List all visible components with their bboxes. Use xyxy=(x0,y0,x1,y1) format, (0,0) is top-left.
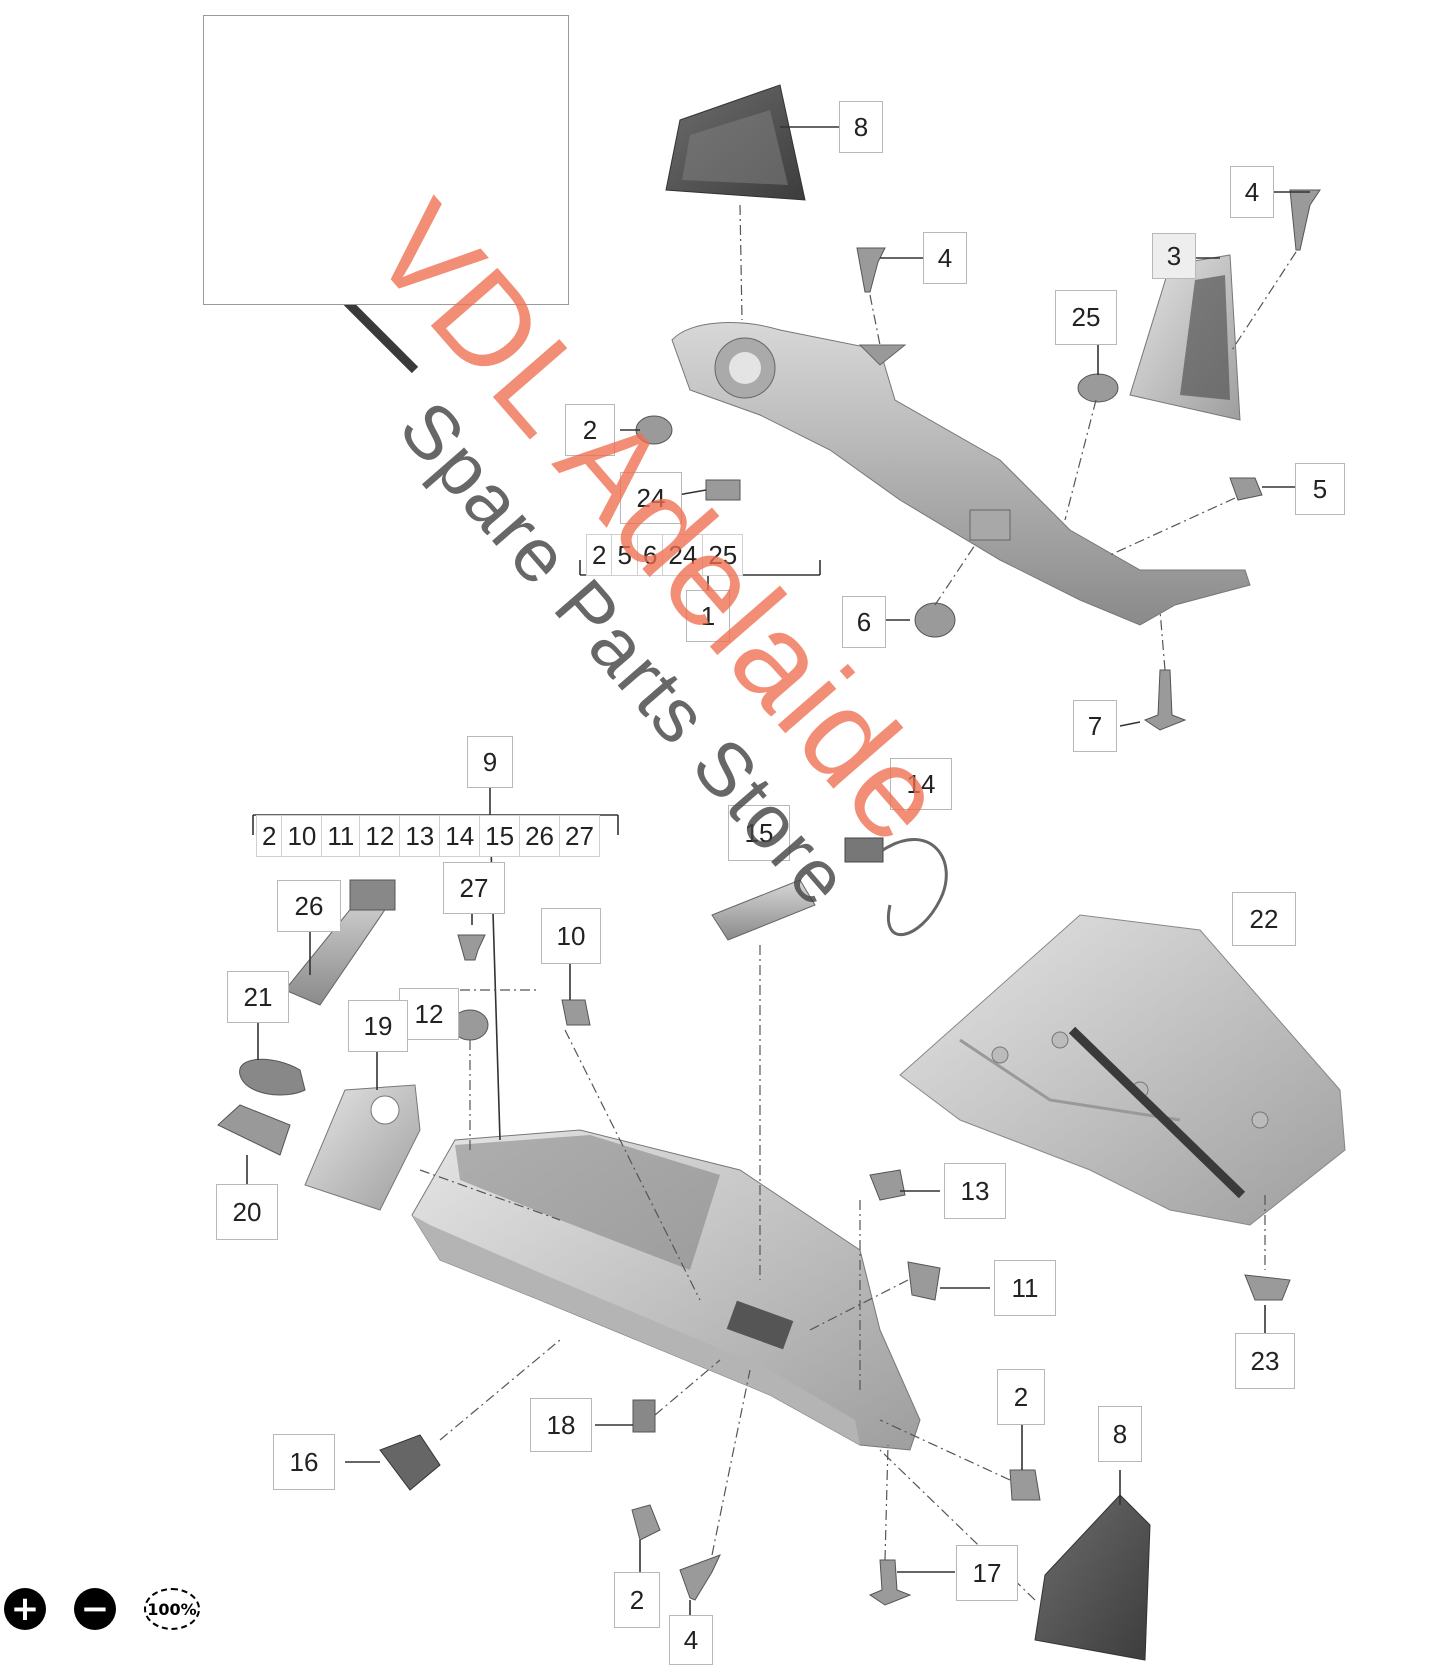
callout-2-bottom-right[interactable]: 2 xyxy=(997,1369,1045,1425)
part-19-plate xyxy=(304,1084,421,1211)
group1-item[interactable]: 2 xyxy=(586,534,613,576)
part-5-clip xyxy=(1229,477,1263,501)
part-2-clip-bottom-right xyxy=(1009,1469,1041,1501)
part-9-glovebox xyxy=(411,1129,921,1451)
callout-17[interactable]: 17 xyxy=(956,1545,1018,1601)
part-25-clip xyxy=(1077,373,1119,403)
callout-26[interactable]: 26 xyxy=(277,880,341,932)
callout-15[interactable]: 15 xyxy=(728,805,790,861)
part-24-clip xyxy=(705,479,741,501)
part-1-carrier xyxy=(671,322,1251,626)
callout-27[interactable]: 27 xyxy=(443,862,505,914)
part-11-clip xyxy=(907,1261,941,1301)
group9-item[interactable]: 27 xyxy=(559,815,600,857)
part-21-bezel xyxy=(239,1058,306,1096)
callout-12[interactable]: 12 xyxy=(399,988,459,1040)
callout-5[interactable]: 5 xyxy=(1295,463,1345,515)
callout-24[interactable]: 24 xyxy=(620,472,682,524)
part-2-clip-top xyxy=(635,415,673,445)
callout-3[interactable]: 3 xyxy=(1152,233,1196,279)
callout-25[interactable]: 25 xyxy=(1055,290,1117,345)
part-27-screw xyxy=(457,934,486,961)
callout-8-top[interactable]: 8 xyxy=(839,101,883,153)
part-10-clip xyxy=(561,999,591,1026)
callout-4-top-right[interactable]: 4 xyxy=(1230,166,1274,218)
group1-item[interactable]: 5 xyxy=(611,534,638,576)
callout-10[interactable]: 10 xyxy=(541,908,601,964)
part-23-clip xyxy=(1244,1274,1291,1301)
zoom-out-button[interactable]: − xyxy=(74,1588,116,1630)
part-26-latch xyxy=(349,879,396,911)
group1-item[interactable]: 24 xyxy=(662,534,704,576)
callout-4-bottom[interactable]: 4 xyxy=(669,1615,713,1665)
group9-item[interactable]: 14 xyxy=(439,815,481,857)
group9-item[interactable]: 11 xyxy=(321,815,361,857)
callout-8-bottom[interactable]: 8 xyxy=(1098,1406,1142,1462)
callout-23[interactable]: 23 xyxy=(1235,1333,1295,1389)
callout-4-mid[interactable]: 4 xyxy=(923,232,967,284)
callout-2-bottom[interactable]: 2 xyxy=(614,1572,660,1628)
part-15-module xyxy=(711,879,816,941)
group9-item[interactable]: 2 xyxy=(256,815,283,857)
callout-9[interactable]: 9 xyxy=(467,736,513,788)
part-6-clip xyxy=(914,602,956,638)
zoom-in-button[interactable]: + xyxy=(4,1588,46,1630)
part-16-lock xyxy=(379,1434,441,1491)
vehicle-thumbnail-frame xyxy=(203,15,569,305)
part-17-screw xyxy=(868,1559,912,1606)
callout-19[interactable]: 19 xyxy=(348,1000,408,1052)
callout-13[interactable]: 13 xyxy=(944,1163,1006,1219)
part-7-screw xyxy=(1143,669,1187,731)
group1-item[interactable]: 25 xyxy=(702,534,744,576)
callout-22[interactable]: 22 xyxy=(1232,892,1296,946)
group9-item[interactable]: 13 xyxy=(399,815,441,857)
part-8-bottom xyxy=(1034,1494,1151,1661)
zoom-reset-button[interactable]: 100% xyxy=(144,1588,200,1630)
callout-18[interactable]: 18 xyxy=(530,1398,592,1452)
part-20-bracket xyxy=(217,1104,291,1156)
callout-6[interactable]: 6 xyxy=(842,596,886,648)
group9-item[interactable]: 26 xyxy=(519,815,560,857)
part-4-screw-top-right xyxy=(1289,189,1321,251)
callout-20[interactable]: 20 xyxy=(216,1184,278,1240)
callout-7[interactable]: 7 xyxy=(1073,700,1117,752)
group9-item[interactable]: 15 xyxy=(479,815,521,857)
callout-1[interactable]: 1 xyxy=(686,590,730,642)
watermark-slash-bottom xyxy=(1068,1026,1246,1199)
part-13-clip xyxy=(869,1169,906,1201)
part-4-screw-mid xyxy=(856,247,886,293)
part-22-undertray xyxy=(899,914,1346,1226)
callout-21[interactable]: 21 xyxy=(227,971,289,1023)
callout-16[interactable]: 16 xyxy=(273,1434,335,1490)
callout-11[interactable]: 11 xyxy=(994,1260,1056,1316)
part-4-screw-bottom xyxy=(679,1554,721,1601)
group9-item[interactable]: 12 xyxy=(359,815,401,857)
group9-item[interactable]: 10 xyxy=(281,815,323,857)
part-2-clip-bottom xyxy=(631,1504,661,1541)
callout-14[interactable]: 14 xyxy=(890,758,952,810)
callout-2-top[interactable]: 2 xyxy=(565,404,615,456)
part-14-harness xyxy=(844,837,948,936)
part-18-pad xyxy=(632,1399,656,1433)
group1-item[interactable]: 6 xyxy=(636,534,664,576)
zoom-controls: + − 100% xyxy=(4,1588,200,1630)
